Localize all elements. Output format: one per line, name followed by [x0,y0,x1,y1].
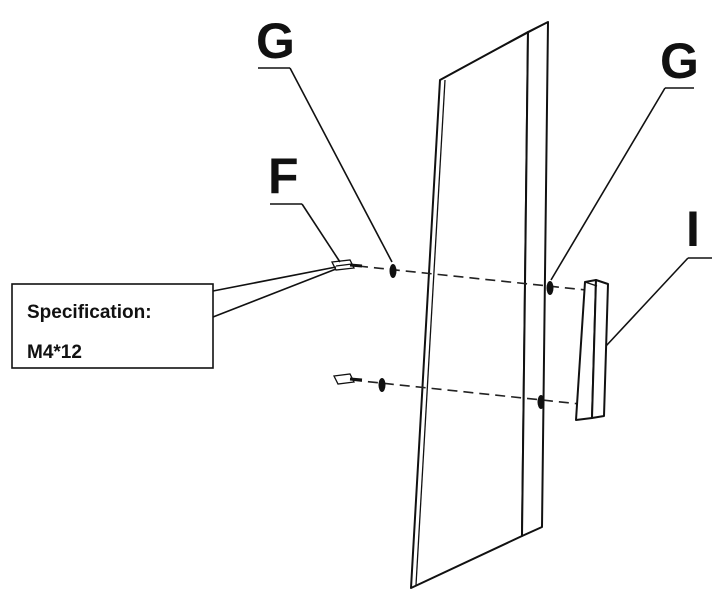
bracket-icon [575,279,609,421]
panel-top-edge [439,69,459,81]
screw-icon [331,259,363,271]
lower-dashed-line [351,379,581,405]
callout-pointer-bottom [212,268,337,318]
callout-box [11,283,214,369]
leader-g-left [289,67,393,263]
panel-top-back-edge [457,21,549,71]
screw-icon [333,373,363,385]
label-g-left: G [256,13,295,69]
specification-callout: Specification: M4*12 [11,283,214,369]
leader-lines [212,67,712,347]
leader-f [301,203,341,263]
bracket-top-edge [584,281,598,287]
panel-inner-edge [415,79,446,586]
panel-front-face [410,31,529,589]
bracket-side [591,279,609,419]
spec-line-2: M4*12 [27,342,82,363]
screw-tip-upper [349,263,363,268]
part-labels: G G F I [256,13,700,257]
washer-upper-left [389,264,397,278]
washer-lower-left [378,378,386,392]
screw-tip-lower [349,377,363,382]
leader-i [605,257,689,347]
washer-upper-right [546,281,554,295]
screw-head-lower [333,373,355,385]
label-i: I [686,201,700,257]
panel [410,21,549,589]
spec-line-1: Specification: [27,302,152,323]
label-g-right: G [660,33,699,89]
screw-shaft-upper [335,263,353,267]
leader-g-right [550,87,666,281]
washer-lower-right [537,395,545,409]
callout-pointer-top [212,266,337,292]
washer-icon [378,264,554,409]
label-f: F [268,148,299,204]
